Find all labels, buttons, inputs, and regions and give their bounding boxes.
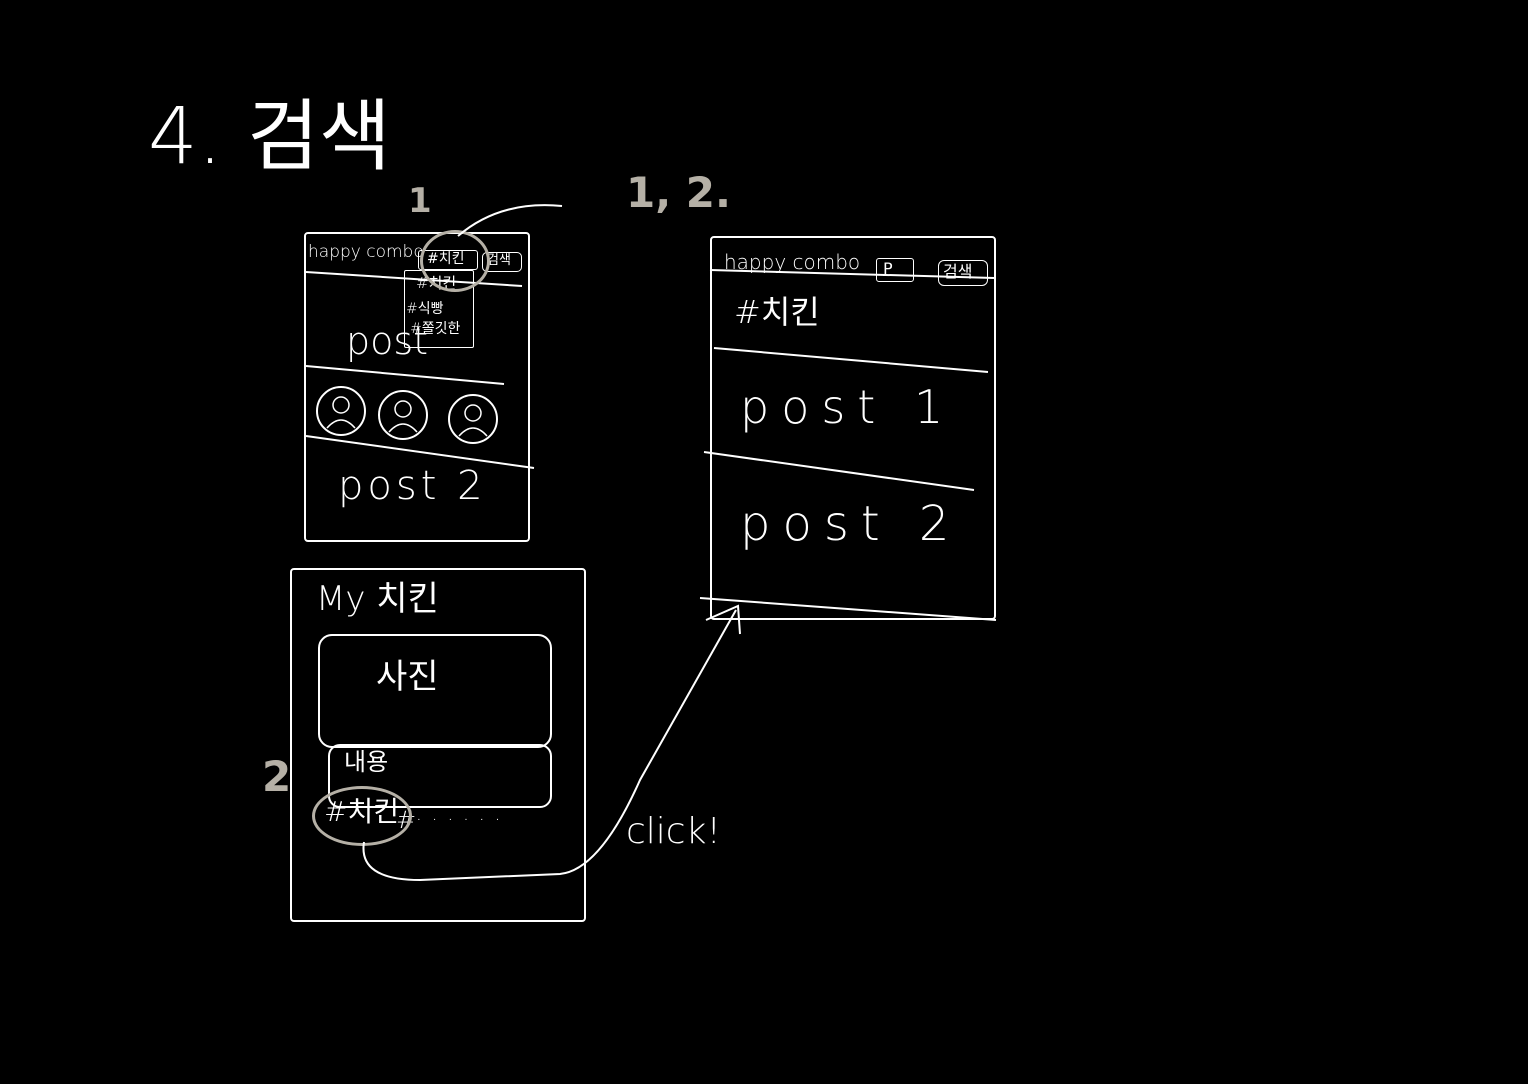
search-to-results-connector — [457, 204, 563, 237]
screen1-avatar-divider — [305, 435, 535, 469]
screen-post-detail — [290, 568, 586, 922]
screen1-search-button-label: 검색 — [487, 253, 511, 268]
results-header-divider — [709, 269, 995, 279]
results-search-button[interactable]: 검색 — [938, 260, 988, 286]
screen1-avatar-2[interactable] — [378, 390, 428, 440]
screen1-dropdown-item-3[interactable]: #쫄깃한 — [410, 321, 461, 337]
screen1-post-1[interactable]: post — [346, 319, 429, 363]
screen1-post-2[interactable]: post 2 — [338, 463, 487, 509]
screen-search-results — [710, 236, 996, 620]
results-brand: happy combo — [724, 250, 861, 274]
arrow-head-icon — [705, 604, 741, 635]
post-detail-title: My 치킨 — [316, 579, 439, 619]
user-avatar-icon — [458, 404, 488, 437]
post-detail-content-label: 내용 — [344, 748, 389, 776]
diagram-title: 4. 검색 — [148, 92, 391, 182]
screen1-dropdown-item-2[interactable]: #식빵 — [406, 301, 444, 317]
screen1-header-divider — [305, 271, 523, 287]
user-avatar-icon — [326, 396, 356, 429]
results-post-divider — [703, 451, 975, 491]
results-bottom-edge — [699, 597, 997, 621]
screen1-search-highlight — [420, 230, 490, 292]
step-label-2: 2 — [262, 752, 292, 801]
screen1-avatar-3[interactable] — [448, 394, 498, 444]
post-detail-hashtag-highlight — [312, 786, 412, 846]
results-tag-divider — [713, 347, 989, 373]
screen1-avatar-1[interactable] — [316, 386, 366, 436]
post-detail-photo-label: 사진 — [376, 657, 439, 697]
step-label-1-2: 1, 2. — [626, 168, 731, 217]
results-search-button-label: 검색 — [943, 262, 973, 281]
click-arrow-path — [362, 609, 737, 882]
step-label-1: 1 — [408, 181, 432, 221]
click-annotation: click! — [626, 811, 721, 852]
screen-search-dropdown — [304, 232, 530, 542]
results-post-1[interactable]: post 1 — [740, 380, 956, 434]
post-detail-photo[interactable]: 사진 — [318, 634, 552, 748]
results-search-value: P — [883, 259, 893, 278]
screen1-brand: happy combo — [308, 242, 424, 262]
screen1-post-divider — [305, 365, 505, 385]
user-avatar-icon — [388, 400, 418, 433]
results-post-2[interactable]: post 2 — [740, 496, 962, 552]
results-search-input[interactable]: P — [876, 258, 914, 282]
results-tag: #치킨 — [734, 293, 820, 331]
post-detail-content[interactable]: 내용 — [328, 744, 552, 808]
post-detail-dots: ...... — [416, 804, 511, 825]
